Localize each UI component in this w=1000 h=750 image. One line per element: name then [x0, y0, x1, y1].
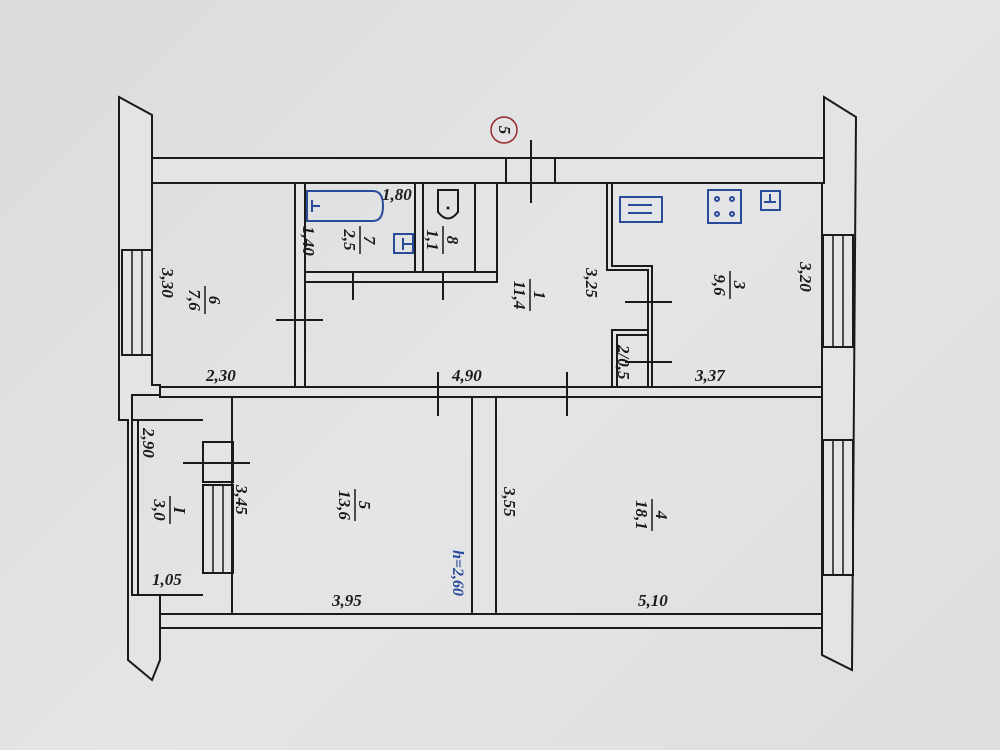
svg-text:I: I	[170, 506, 189, 515]
svg-text:2,30: 2,30	[205, 366, 236, 385]
kitchen-washbasin-icon	[760, 190, 781, 211]
svg-text:18,1: 18,1	[632, 500, 651, 530]
svg-text:6: 6	[205, 296, 224, 305]
svg-text:5: 5	[495, 126, 514, 135]
room-6-label: 6 7,6	[185, 286, 224, 314]
svg-text:7: 7	[360, 236, 379, 246]
room-2-label: 2/0,5	[614, 344, 633, 380]
svg-text:2,90: 2,90	[139, 427, 158, 458]
svg-text:3,55: 3,55	[500, 486, 519, 517]
svg-text:9,6: 9,6	[710, 274, 729, 296]
svg-text:3,25: 3,25	[582, 267, 601, 298]
svg-text:3,30: 3,30	[158, 267, 177, 298]
dimension-labels: 3,30 2,30 1,80 1,40 4,90 3,25 3,20 3,37 …	[139, 185, 815, 610]
kitchen-sink-icon	[619, 196, 663, 223]
room-labels: 6 7,6 7 2,5 8 1,1 1 11,4 3 9,6 5 13,6	[150, 226, 749, 531]
svg-text:1,1: 1,1	[423, 229, 442, 250]
svg-text:3,37: 3,37	[694, 366, 726, 385]
svg-text:5,10: 5,10	[638, 591, 668, 610]
svg-text:3: 3	[730, 280, 749, 290]
room-4-label: 4 18,1	[632, 499, 671, 531]
bathtub-icon	[306, 190, 385, 222]
svg-text:13,6: 13,6	[335, 490, 354, 520]
svg-text:4: 4	[652, 510, 671, 520]
svg-text:3,95: 3,95	[331, 591, 362, 610]
svg-text:1,05: 1,05	[152, 570, 182, 589]
svg-text:1,40: 1,40	[299, 226, 318, 256]
svg-text:3,45: 3,45	[232, 484, 251, 515]
svg-text:3,0: 3,0	[150, 498, 169, 521]
balcony-label: I 3,0	[150, 496, 189, 524]
ceiling-height: h=2,60	[449, 550, 466, 596]
sink-icon	[393, 233, 414, 254]
room-1-label: 1 11,4	[510, 279, 549, 311]
svg-text:1: 1	[530, 291, 549, 300]
room-3-label: 3 9,6	[710, 271, 749, 299]
toilet-icon	[437, 189, 459, 220]
room-7-label: 7 2,5	[340, 226, 379, 254]
svg-text:7,6: 7,6	[185, 289, 204, 311]
svg-text:8: 8	[443, 236, 462, 245]
interior-walls	[131, 158, 823, 615]
axis-marker: 5	[490, 116, 518, 144]
door-marks	[276, 140, 672, 416]
svg-text:4,90: 4,90	[451, 366, 482, 385]
stove-icon	[707, 189, 742, 224]
svg-text:1,80: 1,80	[382, 185, 412, 204]
room-8-label: 8 1,1	[423, 226, 462, 254]
svg-text:5: 5	[355, 501, 374, 510]
svg-text:2,5: 2,5	[340, 228, 359, 251]
svg-text:11,4: 11,4	[510, 281, 529, 310]
svg-text:3,20: 3,20	[796, 261, 815, 292]
windows	[121, 234, 854, 576]
room-5-label: 5 13,6	[335, 489, 374, 521]
